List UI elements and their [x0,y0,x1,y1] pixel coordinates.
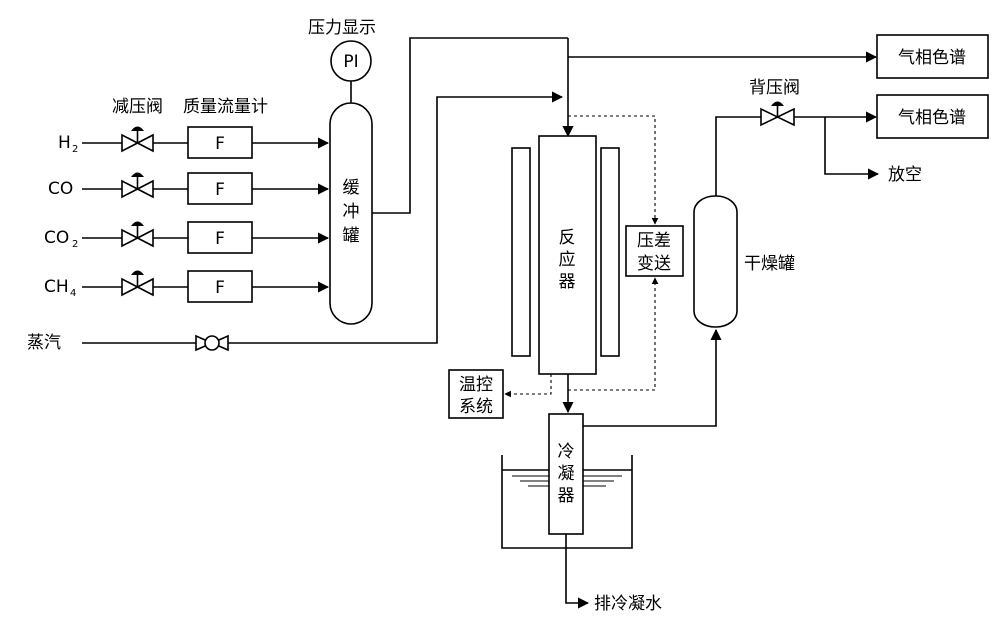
reducing-valve-co2 [121,221,154,248]
svg-text:应: 应 [559,250,576,270]
reducing-valve-ch4 [121,270,154,297]
reducing-valve-h2 [121,126,154,153]
condenser: 冷 凝 器 [501,413,633,549]
back-pressure-valve-label: 背压阀 [749,78,800,98]
ch4-label: CH [44,277,69,297]
gas-chromatograph-1: 气相色谱 [876,34,989,79]
reducing-valve-co [121,172,154,199]
pressure-display-label: 压力显示 [308,18,376,38]
svg-text:PI: PI [343,52,358,72]
svg-text:冲: 冲 [343,202,360,222]
svg-text:F: F [215,180,225,200]
svg-text:4: 4 [70,288,76,299]
flowmeter-h2: F [187,126,253,159]
svg-text:2: 2 [72,144,78,155]
pressure-indicator: PI [330,40,372,103]
buffer-tank: 缓 冲 罐 [329,102,373,325]
vent-label: 放空 [888,165,922,185]
steam-line: 蒸汽 [27,91,564,353]
dryer-label: 干燥罐 [744,254,795,274]
h2-label: H [58,133,71,153]
svg-text:F: F [215,229,225,249]
reactor: 反 应 器 [511,135,620,375]
svg-text:压差: 压差 [637,231,671,251]
svg-text:2: 2 [72,239,78,250]
svg-text:罐: 罐 [343,226,360,246]
svg-text:凝: 凝 [558,464,575,484]
svg-text:气相色谱: 气相色谱 [898,48,966,68]
dp-transmitter: 压差 变送 [625,225,684,277]
svg-text:F: F [215,134,225,154]
steam-label: 蒸汽 [27,333,61,353]
feed-line-ch4: CH 4 [44,277,330,299]
feed-line-h2: H 2 [58,133,330,155]
mass-flowmeter-label: 质量流量计 [183,97,268,117]
svg-text:器: 器 [558,486,575,506]
co2-label: CO [44,228,69,248]
drain-condensate-label: 排冷凝水 [594,594,662,614]
svg-text:冷: 冷 [558,442,575,462]
svg-text:缓: 缓 [343,178,360,198]
svg-text:气相色谱: 气相色谱 [898,108,966,128]
svg-text:器: 器 [559,272,576,292]
flowmeter-co: F [187,172,253,205]
flowmeter-co2: F [187,221,253,254]
co-label: CO [48,179,73,199]
svg-text:温控: 温控 [459,375,493,395]
svg-text:F: F [215,278,225,298]
temp-control-system: 温控 系统 [448,369,504,419]
feed-line-co: CO [48,179,330,199]
svg-text:系统: 系统 [459,397,493,417]
flowmeter-ch4: F [187,270,253,303]
feed-line-co2: CO 2 [44,228,330,250]
back-pressure-valve [760,101,795,127]
dryer-tank [693,195,738,328]
svg-text:反: 反 [559,228,576,248]
svg-text:变送: 变送 [637,254,671,274]
reducing-valve-label: 减压阀 [112,97,163,117]
gas-chromatograph-2: 气相色谱 [876,94,989,139]
